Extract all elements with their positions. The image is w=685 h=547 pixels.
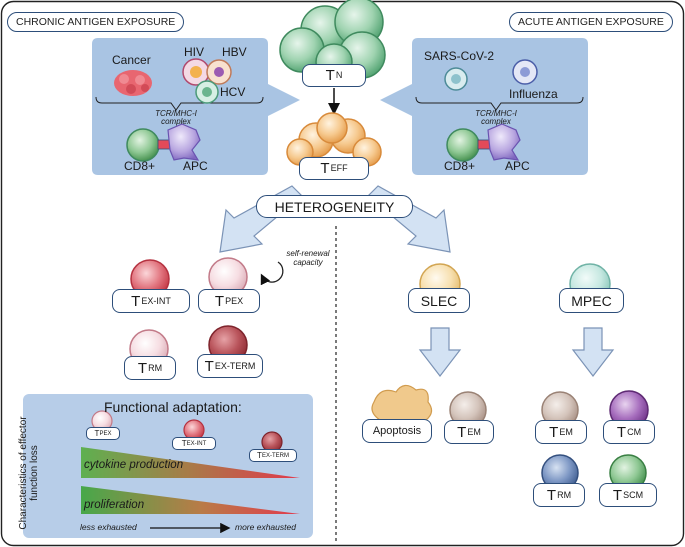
apc-label-acute: APC xyxy=(505,159,530,173)
hcv-label: HCV xyxy=(220,85,246,99)
heterogeneity-label: HETEROGENEITY xyxy=(256,195,413,218)
sars-cov-2-label: SARS-CoV-2 xyxy=(424,49,495,63)
cd8-apc-interaction-chronic xyxy=(126,123,201,162)
slec-label: SLEC xyxy=(408,288,470,313)
less-exhausted-label: less exhausted xyxy=(80,522,137,532)
self-renewal-label: self-renewal capacity xyxy=(286,249,330,268)
mpec-label: MPEC xyxy=(559,288,624,313)
influenza-label: Influenza xyxy=(509,87,558,101)
chronic-exposure-header: CHRONIC ANTIGEN EXPOSURE xyxy=(7,12,185,32)
hbv-virus-icon xyxy=(206,59,232,85)
proliferation-label: proliferation xyxy=(84,499,145,511)
cytokine-production-label: cytokine production xyxy=(84,459,184,471)
cancer-cell-icon xyxy=(114,70,152,96)
slec-down-arrow xyxy=(418,327,462,377)
self-renewal-arrow xyxy=(260,261,284,286)
cancer-label: Cancer xyxy=(112,53,151,67)
proliferation-wedge xyxy=(81,486,300,514)
more-exhausted-label: more exhausted xyxy=(235,522,296,532)
hiv-label: HIV xyxy=(184,45,205,59)
acute-exposure-header: ACUTE ANTIGEN EXPOSURE xyxy=(509,12,673,32)
functional-adaptation-title: Functional adaptation: xyxy=(104,399,242,415)
cytokine-production-wedge xyxy=(81,447,300,478)
mpec-down-arrow xyxy=(571,327,615,377)
cd8-label-chronic: CD8+ xyxy=(124,159,156,173)
hiv-virus-icon xyxy=(182,58,210,86)
apoptosis-cell xyxy=(371,384,433,421)
cd8-label-acute: CD8+ xyxy=(444,159,476,173)
apoptosis-label: Apoptosis xyxy=(362,419,432,443)
cd8-apc-interaction-acute xyxy=(446,123,521,162)
apc-label-chronic: APC xyxy=(183,159,208,173)
effector-t-cell-cluster xyxy=(286,112,382,167)
tcr-mhc-complex-label-chronic: TCR/MHC-I complex xyxy=(155,109,197,126)
hbv-label: HBV xyxy=(222,45,247,59)
effector-loss-axis-label: Characteristics of effector function los… xyxy=(18,416,40,530)
hcv-virus-icon xyxy=(195,80,219,104)
influenza-virus-icon xyxy=(512,59,538,85)
tcr-mhc-complex-label-acute: TCR/MHC-I complex xyxy=(475,109,517,126)
sars-cov-2-virus-icon xyxy=(444,67,468,91)
